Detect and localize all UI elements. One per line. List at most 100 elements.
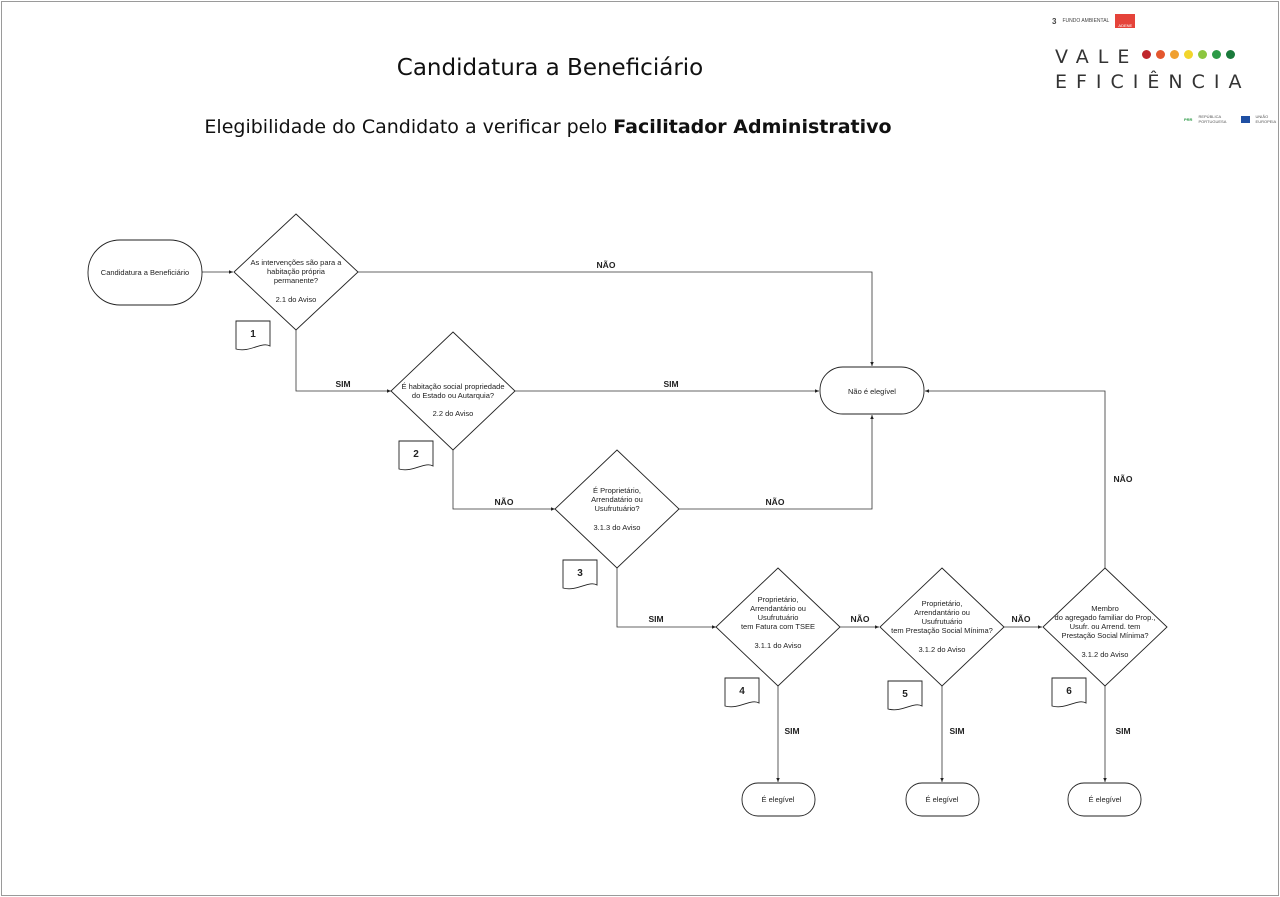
logo-republica: REPÚBLICA PORTUGUESA [1198,114,1227,124]
page-subtitle: Elegibilidade do Candidato a verificar p… [0,116,1098,138]
logo-line2: EFICIÊNCIA [1055,71,1251,93]
q6-line: do agregado familiar do Prop., [1055,613,1156,622]
edge-label-q1-yes: SIM [335,379,350,389]
logo-dot [1142,50,1152,59]
edge-label-q6-yes: SIM [1115,726,1130,736]
q4-reference: 3.1.1 do Aviso [755,641,802,650]
document-number: 2 [413,449,419,460]
q1-reference: 2.1 do Aviso [276,295,317,304]
partner-logos-bottom: PRR REPÚBLICA PORTUGUESA UNIÃO EUROPEIA [1184,114,1280,124]
q6-line: Membro [1091,604,1119,613]
eligible-label: É elegível [1089,795,1122,804]
decision-q1: As intervenções são para a habitação pró… [233,213,359,331]
q6-line: Usufr. ou Arrend. tem [1070,622,1141,631]
edge-q3-no [679,415,874,510]
edge-label-q5-no: NÃO [1012,614,1031,624]
document-icon [724,677,760,708]
subtitle-bold: Facilitador Administrativo [613,116,892,138]
edge-label-q3-no: NÃO [766,497,785,507]
page-title: Candidatura a Beneficiário [396,55,704,81]
edge-q3-yes [616,568,716,629]
start-node: Candidatura a Beneficiário [87,239,203,306]
logo-dot [1198,50,1208,59]
edge-label-q6-no: NÃO [1114,474,1133,484]
document-number: 6 [1066,686,1072,697]
document-marker-5: 5 [887,680,923,711]
document-number: 4 [739,686,745,697]
document-number: 3 [577,568,583,579]
eligible-node-3: É elegível [1067,782,1142,817]
q5-reference: 3.1.2 do Aviso [919,645,966,654]
q3-line: Arrendatário ou [591,495,643,504]
q4-line: tem Fatura com TSEE [741,622,815,631]
subtitle-text: Elegibilidade do Candidato a verificar p… [204,116,614,138]
logo-dot [1170,50,1180,59]
q4-line: Proprietário, [758,595,799,604]
document-number: 5 [902,689,908,700]
eligible-node-2: É elegível [905,782,980,817]
logo-dot [1212,50,1222,59]
q4-line: Arrendantário ou [750,604,806,613]
edge-label-q1-no: NÃO [597,260,616,270]
document-marker-2: 2 [398,440,434,471]
q2-reference: 2.2 do Aviso [433,409,474,418]
eligible-label: É elegível [762,795,795,804]
document-icon [235,320,271,351]
logo-dot [1226,50,1236,59]
decision-q4: Proprietário, Arrendantário ou Usufrutuá… [715,567,841,687]
document-marker-6: 6 [1051,677,1087,708]
q2-line: do Estado ou Autarquia? [412,391,494,400]
logo-adene: ADENE [1115,14,1136,28]
q3-line: Usufrutuário? [594,504,639,513]
eligible-node-1: É elegível [741,782,816,817]
q1-line: permanente? [274,276,318,285]
document-marker-4: 4 [724,677,760,708]
edge-q1-no [358,271,874,366]
logo-dots [1142,50,1236,59]
logo-eu: UNIÃO EUROPEIA [1255,114,1277,124]
not-eligible-label: Não é elegível [848,387,896,396]
eligible-label: É elegível [926,795,959,804]
q5-line: Usufrutuário [922,617,963,626]
edge-label-q4-yes: SIM [784,726,799,736]
logo-line1: VALE [1055,46,1139,68]
q5-line: tem Prestação Social Mínima? [891,626,993,635]
decision-q3: É Proprietário, Arrendatário ou Usufrutu… [554,449,680,569]
q6-reference: 3.1.2 do Aviso [1082,650,1129,659]
q3-line: É Proprietário, [593,486,641,495]
q1-line: habitação própria [267,267,326,276]
decision-q5: Proprietário, Arrendantário ou Usufrutuá… [879,567,1005,687]
edge-label-q2-yes: SIM [663,379,678,389]
q3-reference: 3.1.3 do Aviso [594,523,641,532]
decision-q2: É habitação social propriedade do Estado… [390,331,516,451]
document-marker-1: 1 [235,320,271,351]
vale-eficiencia-logo: VALE EFICIÊNCIA [1055,45,1251,95]
edge-label-q3-yes: SIM [648,614,663,624]
q4-line: Usufrutuário [758,613,799,622]
edge-label-q2-no: NÃO [495,497,514,507]
document-icon [398,440,434,471]
document-number: 1 [250,329,256,340]
q6-line: Prestação Social Mínima? [1061,631,1148,640]
document-icon [562,559,598,590]
start-label: Candidatura a Beneficiário [101,268,189,277]
q5-line: Proprietário, [922,599,963,608]
edge-label-q5-yes: SIM [949,726,964,736]
partner-logos-top: 3 FUNDO AMBIENTAL ADENE [1052,14,1136,28]
connectors [202,270,1107,782]
edge-q2-no [452,450,555,511]
edge-q6-no [925,389,1106,568]
edge-label-q4-no: NÃO [851,614,870,624]
q5-line: Arrendantário ou [914,608,970,617]
logo-dot [1156,50,1166,59]
logo-eu-flag [1241,115,1250,123]
logo-3: 3 [1052,16,1057,26]
q2-line: É habitação social propriedade [402,382,505,391]
document-icon [1051,677,1087,708]
logo-fundo-ambiental: FUNDO AMBIENTAL [1062,18,1110,24]
logo-prr: PRR [1184,116,1193,122]
decision-q6: Membro do agregado familiar do Prop., Us… [1042,567,1168,687]
not-eligible-node: Não é elegível [819,366,925,415]
